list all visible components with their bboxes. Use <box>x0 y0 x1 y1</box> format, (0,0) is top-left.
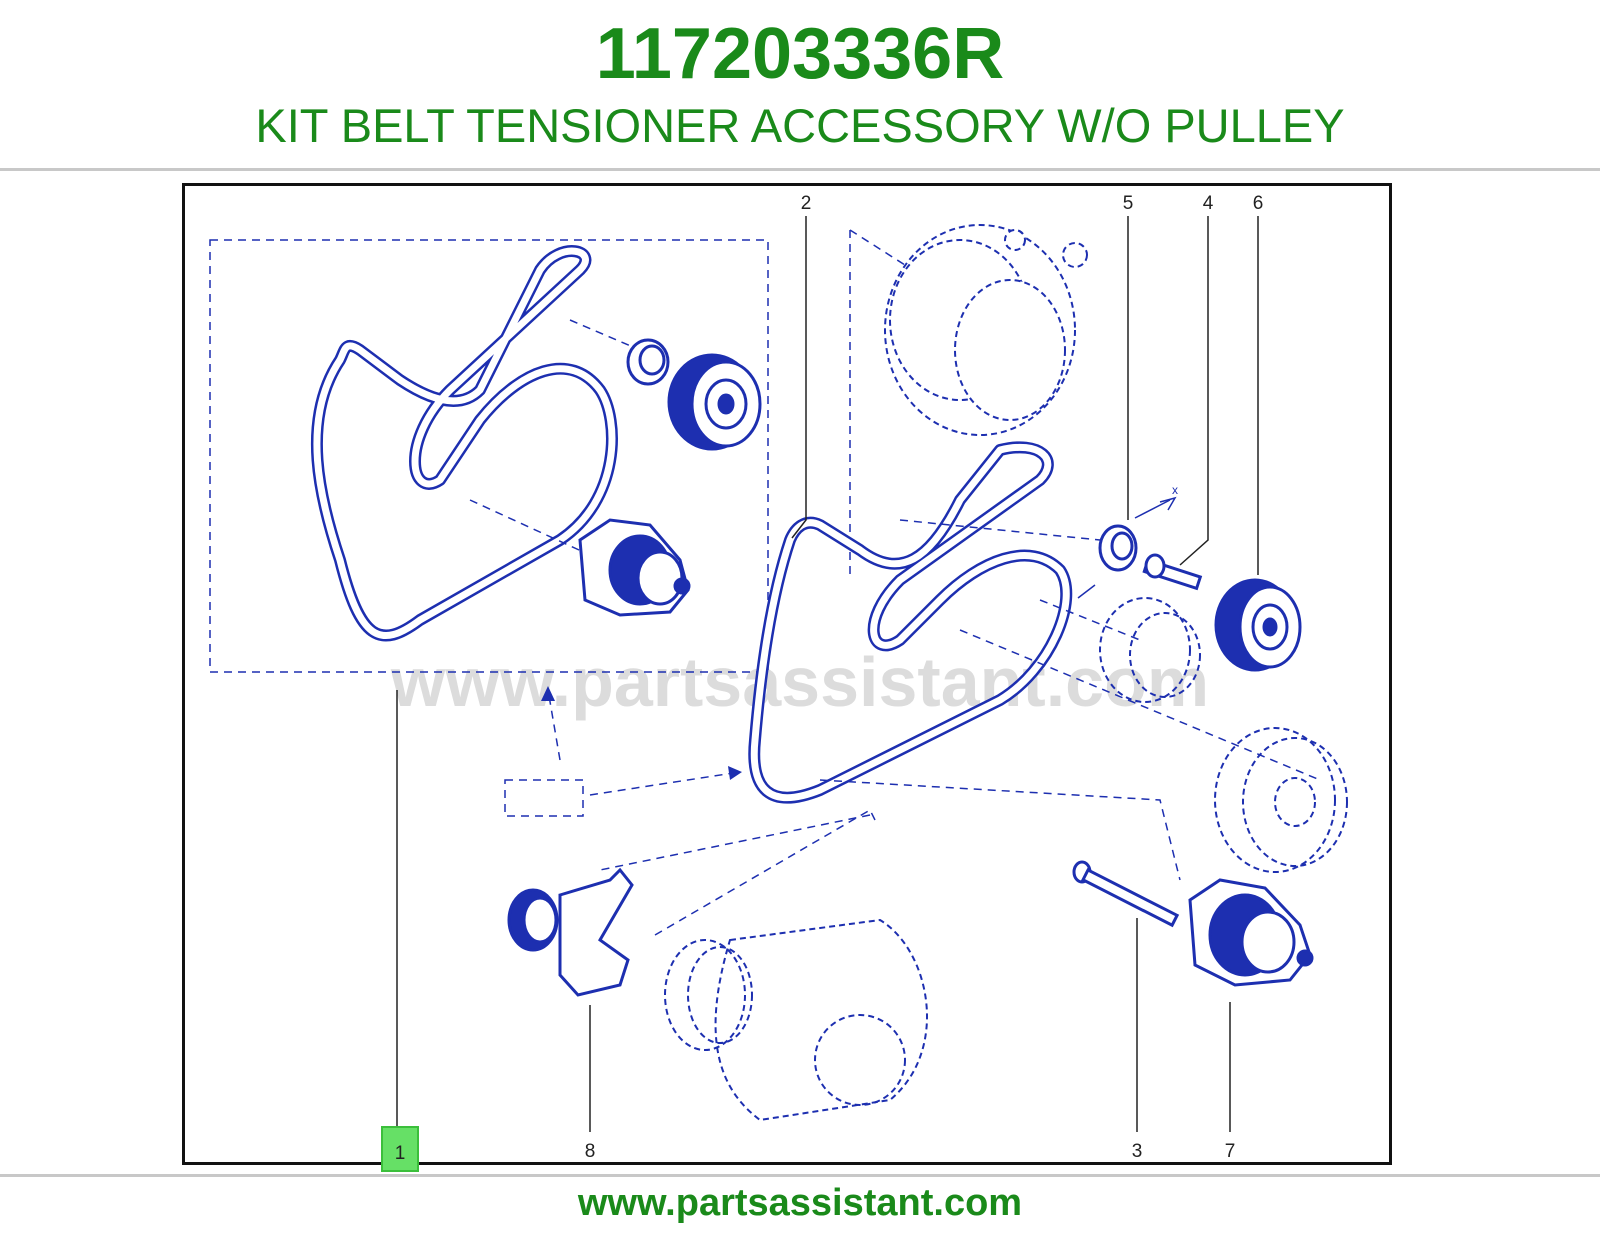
dimension-x-marker <box>1077 496 1177 599</box>
main-serpentine-belt <box>748 441 1073 804</box>
part-7-tensioner <box>1188 878 1314 987</box>
alternator <box>884 224 1088 436</box>
callout-1[interactable]: 1 <box>395 1143 406 1164</box>
inset-serpentine-belt <box>310 245 618 642</box>
inset-pulley-cap <box>626 338 670 386</box>
callout-5[interactable]: 5 <box>1123 193 1134 214</box>
callout-6[interactable]: 6 <box>1253 193 1264 214</box>
diagram-frame <box>182 183 1392 1165</box>
inset-tensioner <box>578 518 691 617</box>
part-4-bolt <box>1142 553 1203 591</box>
inset-leader-lines <box>469 319 641 556</box>
part-description: KIT BELT TENSIONER ACCESSORY W/O PULLEY <box>255 99 1345 152</box>
callout-7[interactable]: 7 <box>1225 1141 1236 1162</box>
callout-leaders <box>396 216 1259 1132</box>
part-6-pulley <box>1214 578 1302 672</box>
header-divider <box>0 168 1600 171</box>
alternator-leader <box>849 229 906 580</box>
footer-website-link[interactable]: www.partsassistant.com <box>577 1182 1023 1224</box>
callout-3[interactable]: 3 <box>1132 1141 1143 1162</box>
callout-1-highlight[interactable] <box>381 1126 419 1172</box>
part-8-idler-bracket <box>507 867 634 997</box>
inset-belt-box <box>209 239 769 673</box>
footer-divider <box>0 1174 1600 1177</box>
part-3-long-bolt <box>1072 860 1180 928</box>
callout-8[interactable]: 8 <box>585 1141 596 1162</box>
inset-idler-pulley <box>667 353 762 451</box>
ghost-pulley <box>1099 597 1201 703</box>
dimension-x-label: x <box>1172 483 1178 497</box>
leader-arrowheads <box>541 686 742 780</box>
part-number-title: 117203336R <box>595 14 1005 94</box>
watermark-text: www.partsassistant.com <box>390 643 1209 721</box>
callout-4[interactable]: 4 <box>1203 193 1214 214</box>
ac-compressor <box>664 918 928 1122</box>
small-dashed-box <box>504 779 584 817</box>
part-5-collar <box>1098 524 1138 572</box>
callout-2[interactable]: 2 <box>801 193 812 214</box>
crank-pulley <box>1214 727 1348 873</box>
